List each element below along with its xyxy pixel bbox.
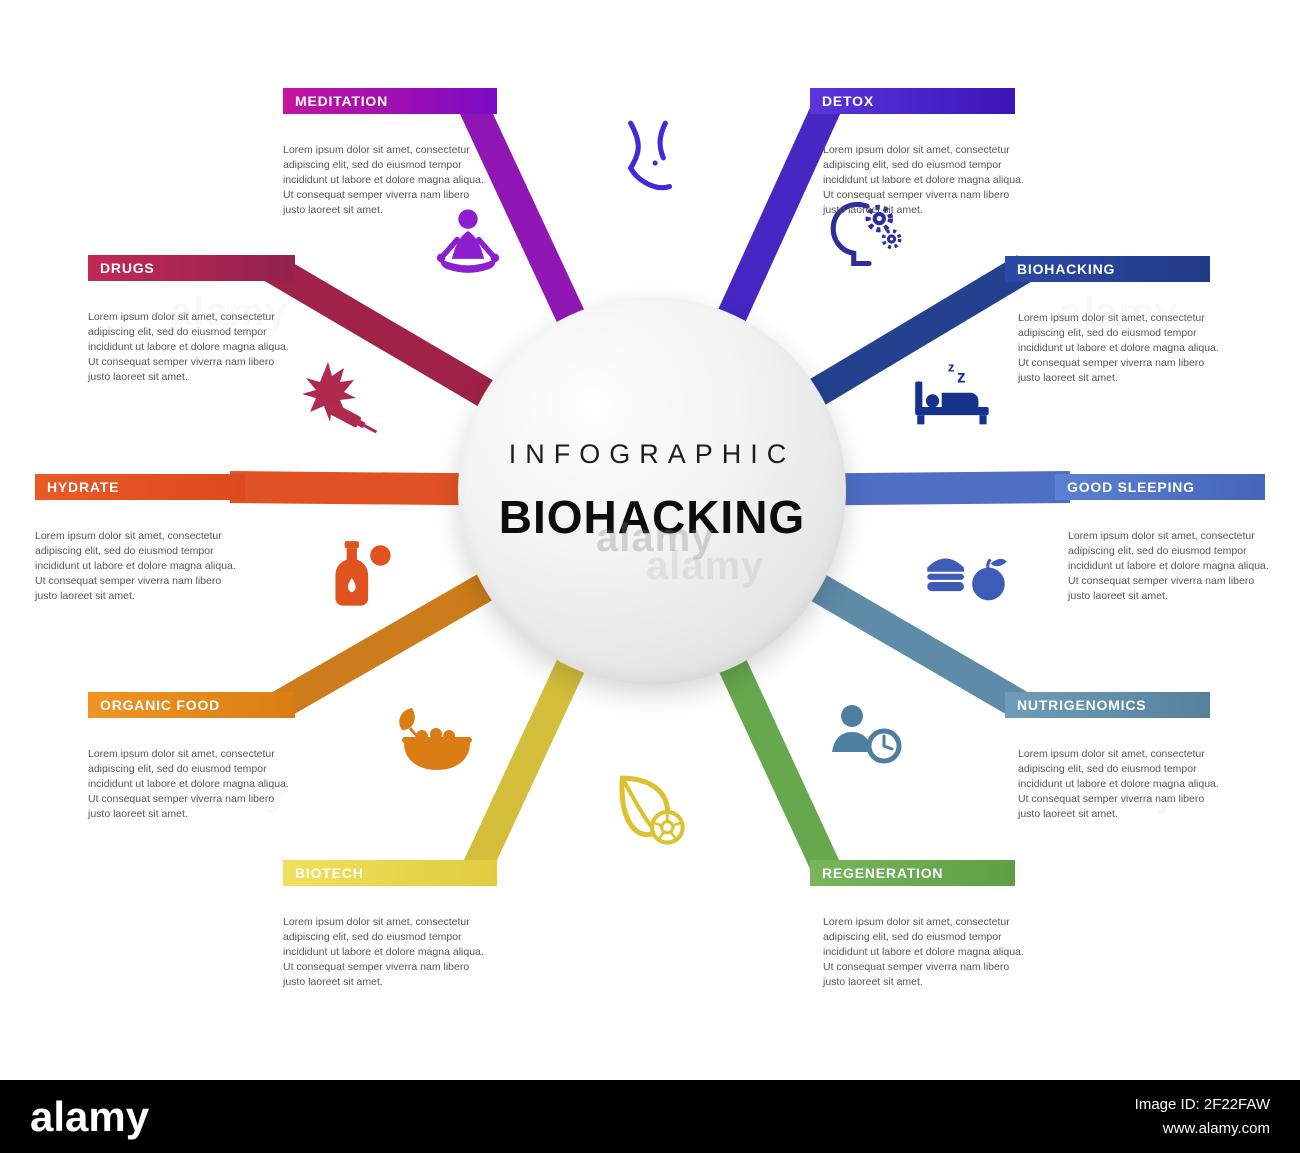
banner-hydrate: HYDRATE — [35, 474, 245, 500]
banner-drugs: DRUGS — [88, 255, 295, 281]
section-body-text: Lorem ipsum dolor sit amet, consectetur … — [823, 916, 1024, 988]
bowl-with-leaf-icon — [392, 700, 482, 780]
image-meta: Image ID: 2F22FAW www.alamy.com — [1135, 1093, 1270, 1140]
section-body-text: Lorem ipsum dolor sit amet, consectetur … — [88, 748, 289, 820]
sleeping-bed-icon: z z — [905, 355, 1007, 437]
water-bottle-icon — [315, 533, 407, 615]
banner-label: DRUGS — [100, 260, 155, 276]
head-with-gears-icon — [820, 194, 912, 276]
banner-label: ORGANIC FOOD — [100, 697, 221, 713]
banner-biotech: BIOTECH — [283, 860, 497, 886]
leaf-cell-icon — [606, 770, 698, 852]
section-organic-food: ORGANIC FOOD Lorem ipsum dolor sit amet,… — [88, 692, 295, 822]
burger-apple-icon — [915, 533, 1017, 615]
section-biohacking: BIOHACKING Lorem ipsum dolor sit amet, c… — [1005, 256, 1219, 386]
banner-meditation: MEDITATION — [283, 88, 497, 114]
section-body-text: Lorem ipsum dolor sit amet, consectetur … — [823, 144, 1024, 216]
maple-leaf-syringe-icon — [290, 356, 388, 446]
banner-label: REGENERATION — [822, 865, 944, 881]
footer-bar: alamy Image ID: 2F22FAW www.alamy.com — [0, 1080, 1300, 1153]
section-body-text: Lorem ipsum dolor sit amet, consectetur … — [1068, 530, 1269, 602]
banner-organic-food: ORGANIC FOOD — [88, 692, 295, 718]
banner-label: NUTRIGENOMICS — [1017, 697, 1147, 713]
section-regeneration: REGENERATION Lorem ipsum dolor sit amet,… — [810, 860, 1024, 990]
section-body-text: Lorem ipsum dolor sit amet, consectetur … — [1018, 312, 1219, 384]
banner-biohacking: BIOHACKING — [1005, 256, 1210, 282]
person-clock-icon — [822, 696, 918, 776]
banner-nutrigenomics: NUTRIGENOMICS — [1005, 692, 1210, 718]
section-detox: DETOX Lorem ipsum dolor sit amet, consec… — [810, 88, 1024, 218]
banner-label: MEDITATION — [295, 93, 389, 109]
section-meditation: MEDITATION Lorem ipsum dolor sit amet, c… — [283, 88, 497, 218]
banner-label: DETOX — [822, 93, 874, 109]
section-hydrate: HYDRATE Lorem ipsum dolor sit amet, cons… — [35, 474, 245, 604]
meditating-person-icon — [425, 203, 511, 289]
center-subtitle: INFOGRAPHIC — [508, 438, 796, 469]
banner-good-sleeping: GOOD SLEEPING — [1055, 474, 1265, 500]
center-title: BIOHACKING — [498, 490, 806, 543]
svg-text:z: z — [948, 359, 955, 374]
section-nutrigenomics: NUTRIGENOMICS Lorem ipsum dolor sit amet… — [1005, 692, 1219, 822]
section-body-text: Lorem ipsum dolor sit amet, consectetur … — [88, 311, 289, 383]
section-body-text: Lorem ipsum dolor sit amet, consectetur … — [1018, 748, 1219, 820]
section-good-sleeping: GOOD SLEEPING Lorem ipsum dolor sit amet… — [1055, 474, 1269, 604]
banner-label: HYDRATE — [47, 479, 120, 495]
banner-label: BIOHACKING — [1017, 261, 1116, 277]
alamy-logo: alamy — [30, 1092, 150, 1140]
alamy-url: www.alamy.com — [1162, 1119, 1270, 1137]
section-biotech: BIOTECH Lorem ipsum dolor sit amet, cons… — [283, 860, 497, 990]
image-id: Image ID: 2F22FAW — [1134, 1096, 1270, 1114]
section-body-text: Lorem ipsum dolor sit amet, consectetur … — [283, 916, 484, 988]
banner-detox: DETOX — [810, 88, 1015, 114]
waist-icon — [602, 115, 694, 207]
section-body-text: Lorem ipsum dolor sit amet, consectetur … — [35, 530, 236, 602]
banner-regeneration: REGENERATION — [810, 860, 1015, 886]
banner-label: GOOD SLEEPING — [1067, 479, 1195, 495]
section-drugs: DRUGS Lorem ipsum dolor sit amet, consec… — [88, 255, 295, 385]
section-body-text: Lorem ipsum dolor sit amet, consectetur … — [283, 144, 484, 216]
banner-label: BIOTECH — [295, 865, 364, 881]
svg-text:z: z — [957, 367, 966, 387]
center-circle: INFOGRAPHIC BIOHACKING — [458, 297, 846, 685]
